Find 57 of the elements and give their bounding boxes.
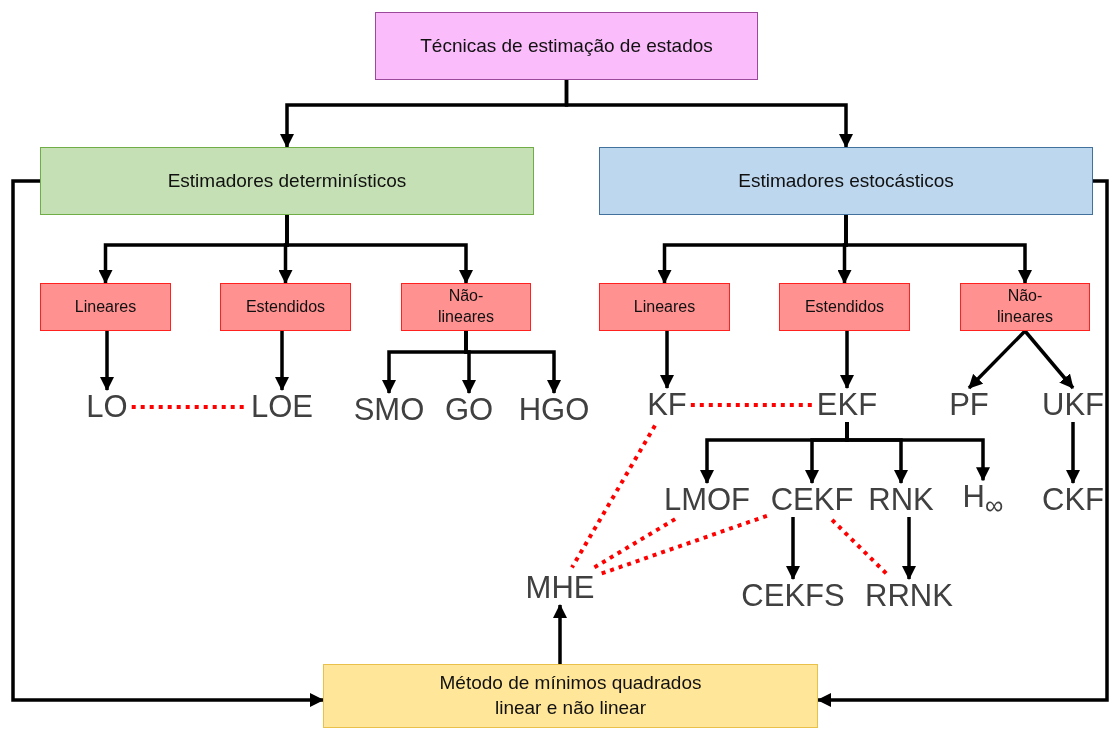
box-label: Estendidos <box>245 296 326 317</box>
process-box <box>599 283 730 331</box>
arrow <box>660 331 674 389</box>
arrow <box>553 604 567 664</box>
dotted-link-line <box>690 403 813 407</box>
process-box <box>323 664 818 728</box>
method-acronym: KF <box>647 387 687 423</box>
method-acronym: CEKFS <box>741 578 845 614</box>
method-acronym: CEKF <box>770 482 854 518</box>
box-label: Estendidos <box>804 296 885 317</box>
method-acronym: RRNK <box>865 578 953 614</box>
arrow <box>902 517 916 580</box>
arrow <box>1066 422 1080 484</box>
process-box <box>220 283 351 331</box>
arrow <box>1023 329 1075 390</box>
box-label: Estimadores determinísticos <box>167 168 407 193</box>
process-box <box>779 283 910 331</box>
method-acronym: MHE <box>525 570 595 606</box>
process-box <box>375 12 758 80</box>
arrow <box>817 179 1109 707</box>
arrow <box>564 80 853 148</box>
box-label: Estimadores estocásticos <box>738 168 954 193</box>
arrow <box>786 517 800 580</box>
method-acronym: CKF <box>1042 482 1104 518</box>
arrow <box>275 331 289 391</box>
arrow <box>844 215 1032 284</box>
box-label: Método de mínimos quadrados linear e não linear <box>438 671 703 720</box>
dotted-link-line <box>131 405 247 409</box>
method-acronym: PF <box>949 387 989 423</box>
arrow <box>845 422 990 482</box>
process-box <box>599 147 1093 215</box>
box-label: Lineares <box>633 296 696 317</box>
process-box <box>40 147 534 215</box>
arrow <box>285 215 473 284</box>
arrow <box>11 179 324 707</box>
box-label: Não-lineares <box>996 286 1054 327</box>
method-acronym: GO <box>444 392 494 428</box>
box-label: Lineares <box>74 296 137 317</box>
arrow <box>100 331 114 391</box>
method-acronym: UKF <box>1042 387 1104 423</box>
process-box <box>960 283 1090 331</box>
arrow <box>840 331 854 389</box>
method-acronym: RNK <box>868 482 934 518</box>
arrow <box>464 331 561 394</box>
process-box <box>401 283 531 331</box>
method-acronym: H$_{∞}$ <box>962 480 1004 520</box>
box-label: Não-lineares <box>437 286 495 327</box>
box-label: Técnicas de estimação de estados <box>420 33 713 58</box>
method-acronym: LO <box>86 389 128 425</box>
method-acronym: LOE <box>251 389 313 425</box>
dotted-link-line <box>570 424 657 569</box>
arrow <box>967 329 1027 390</box>
method-acronym: EKF <box>816 387 878 423</box>
method-acronym: LMOF <box>663 482 751 518</box>
method-acronym: SMO <box>353 392 425 428</box>
process-box <box>40 283 171 331</box>
method-acronym: HGO <box>518 392 590 428</box>
